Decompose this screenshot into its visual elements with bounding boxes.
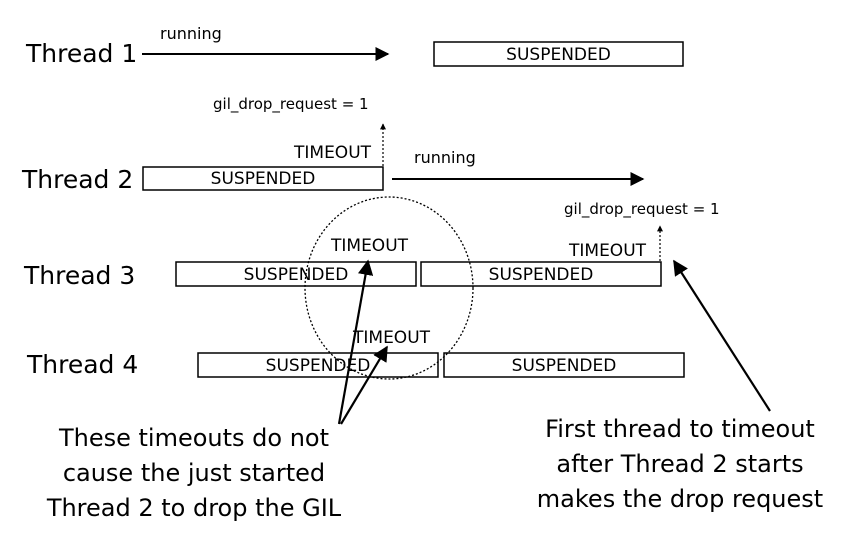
right-note-line-3: makes the drop request <box>537 485 823 513</box>
thread-2-suspended-label: SUSPENDED <box>211 169 316 189</box>
thread-3-first-timeout-label: TIMEOUT <box>330 236 409 256</box>
thread-1-running-label: running <box>160 24 222 43</box>
thread-4-suspended-box-1 <box>197 352 439 378</box>
highlight-circle <box>304 196 474 380</box>
thread-3-second-timeout-label: TIMEOUT <box>568 241 647 261</box>
thread-3-label: Thread 3 <box>23 261 135 290</box>
thread-2-suspended-box <box>142 166 384 191</box>
thread-2-timeout-label: TIMEOUT <box>293 143 372 163</box>
thread-1-suspended-label: SUSPENDED <box>506 45 611 65</box>
thread-3-suspended-box-1 <box>175 261 417 287</box>
thread-4-suspended-label-1: SUSPENDED <box>266 356 371 376</box>
thread-1-label: Thread 1 <box>25 39 137 68</box>
thread-4-label: Thread 4 <box>26 350 138 379</box>
thread-4-timeout-label: TIMEOUT <box>352 328 431 348</box>
left-callout-arrow-1 <box>337 259 374 425</box>
left-note-line-2: cause the just started <box>63 459 325 487</box>
gil-drop-request-1: gil_drop_request = 1 <box>213 95 369 114</box>
thread-2-running-label: running <box>414 148 476 167</box>
thread-4-suspended-label-2: SUSPENDED <box>512 356 617 376</box>
left-callout-arrow-2 <box>340 345 388 425</box>
thread-4-suspended-box-2 <box>443 352 685 378</box>
thread-1-suspended-box <box>433 41 684 67</box>
thread-2-label: Thread 2 <box>21 165 133 194</box>
left-note-line-1: These timeouts do not <box>58 424 329 452</box>
gil-drop-request-2: gil_drop_request = 1 <box>564 200 720 219</box>
left-note-line-3: Thread 2 to drop the GIL <box>46 494 342 522</box>
right-callout-arrow <box>673 259 771 412</box>
right-note-line-1: First thread to timeout <box>545 415 815 443</box>
thread-3-suspended-label-2: SUSPENDED <box>489 265 594 285</box>
right-note-line-2: after Thread 2 starts <box>556 450 803 478</box>
thread-3-suspended-box-2 <box>420 261 662 287</box>
thread-3-suspended-label-1: SUSPENDED <box>244 265 349 285</box>
